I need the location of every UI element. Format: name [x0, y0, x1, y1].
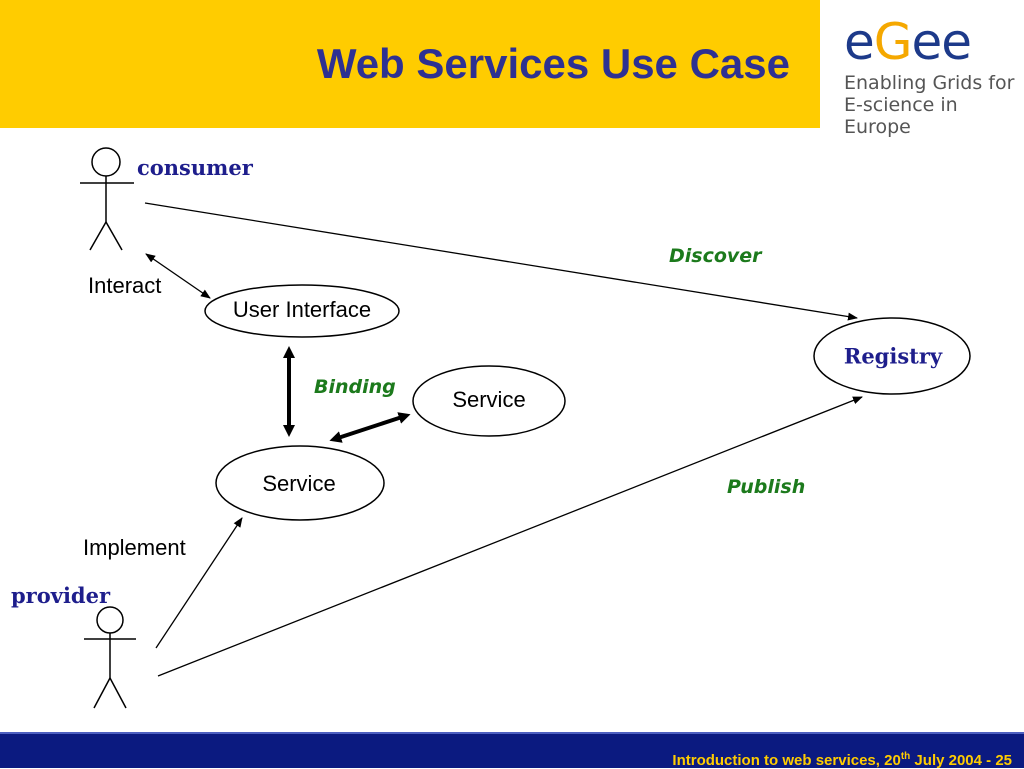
binding-label: Binding: [314, 376, 396, 398]
slide-title: Web Services Use Case: [316, 40, 790, 87]
publish-arrow: [157, 396, 863, 677]
binding-arrow-horizontal: [329, 412, 411, 443]
registry-label: Registry: [843, 343, 943, 369]
footer-bar: Introduction to web services, 20th July …: [0, 732, 1024, 769]
publish-label: Publish: [727, 476, 806, 498]
use-case-diagram: consumer provider User Interface Service…: [0, 128, 1024, 732]
provider-actor-figure: [84, 606, 136, 709]
footer-text: Introduction to web services, 20th July …: [672, 751, 1012, 769]
service-bound-label: Service: [452, 387, 526, 412]
logo-wordmark: eGee: [844, 13, 972, 71]
discover-arrow: [144, 202, 858, 321]
consumer-actor-figure: [80, 147, 134, 251]
egee-logo: eGee Enabling Grids for E-science in Eur…: [820, 0, 1024, 138]
service-main-node: [215, 445, 385, 521]
interact-label: Interact: [88, 273, 162, 298]
registry-node: [813, 317, 971, 395]
title-bar: Web Services Use Case: [0, 0, 820, 128]
service-bound-node: [412, 365, 566, 437]
provider-label: provider: [11, 583, 111, 608]
implement-label: Implement: [83, 535, 186, 560]
implement-arrow: [155, 517, 243, 649]
discover-label: Discover: [669, 245, 762, 267]
service-main-label: Service: [262, 471, 336, 496]
diagram-canvas: [80, 147, 971, 709]
interact-arrow: [145, 253, 211, 299]
consumer-label: consumer: [137, 155, 253, 180]
user-interface-node: [204, 284, 400, 338]
user-interface-label: User Interface: [232, 297, 372, 322]
logo-tagline: Enabling Grids for E-science in Europe: [844, 72, 1015, 138]
